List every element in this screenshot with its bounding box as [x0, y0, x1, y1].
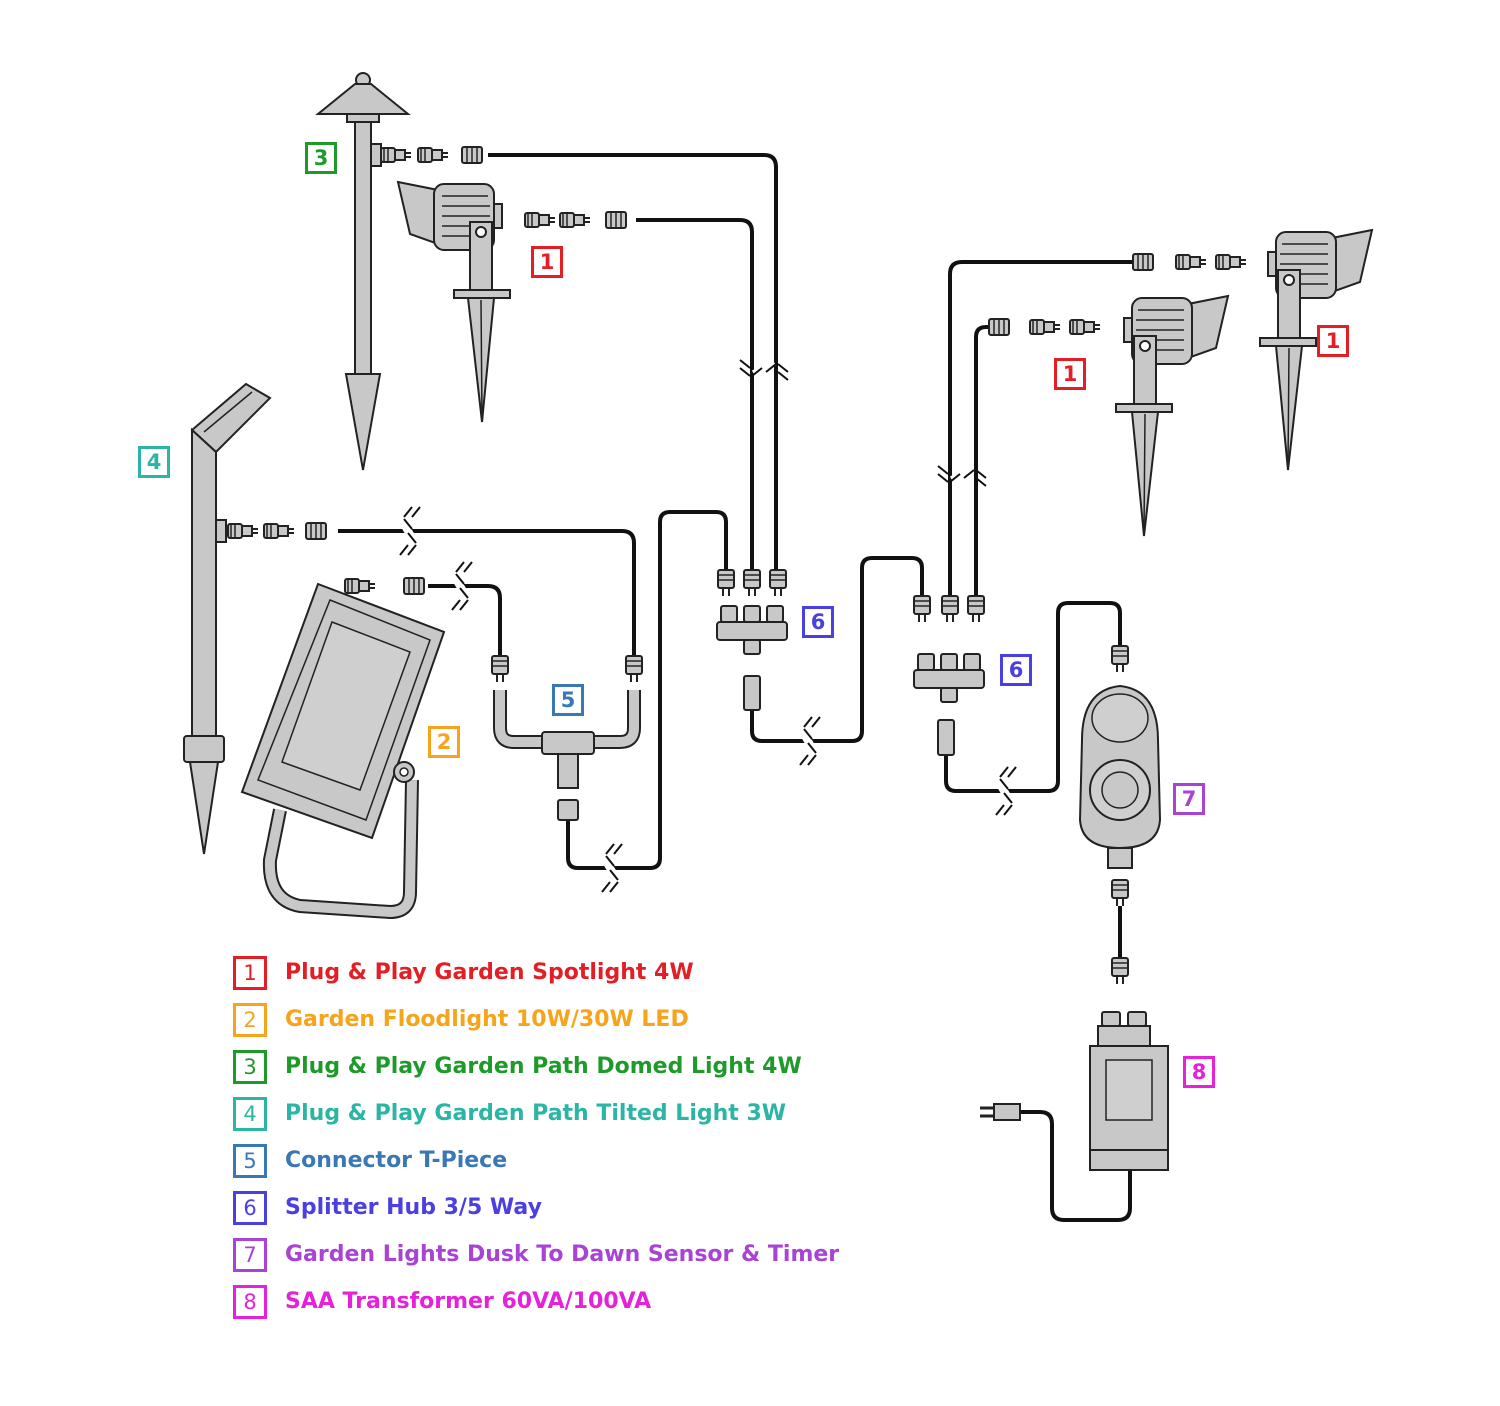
legend-label: Plug & Play Garden Path Domed Light 4W: [285, 1054, 802, 1079]
legend-label: Garden Lights Dusk To Dawn Sensor & Time…: [285, 1242, 840, 1267]
legend-item: 7 Garden Lights Dusk To Dawn Sensor & Ti…: [233, 1238, 933, 1285]
tag-floodlight: 2: [428, 726, 460, 758]
spotlight-right-lower: [988, 295, 1229, 537]
tag-tilted-light: 4: [138, 446, 170, 478]
cables: [338, 153, 1132, 1222]
tag-hub-b: 6: [1000, 654, 1032, 686]
legend-label: Plug & Play Garden Path Tilted Light 3W: [285, 1101, 787, 1126]
floodlight: [240, 577, 446, 920]
legend-item: 2 Garden Floodlight 10W/30W LED: [233, 1003, 933, 1050]
legend-item: 5 Connector T-Piece: [233, 1144, 933, 1191]
legend-number: 3: [233, 1050, 267, 1084]
tag-spotlight-right-lower: 1: [1054, 358, 1086, 390]
cable-breaks: [400, 360, 1016, 892]
legend-number: 1: [233, 956, 267, 990]
tag-t-piece: 5: [552, 684, 584, 716]
dusk-dawn-sensor: [1078, 645, 1162, 907]
legend-label: Plug & Play Garden Spotlight 4W: [285, 960, 694, 985]
domed-path-light: [315, 72, 483, 471]
tag-spotlight-left: 1: [531, 246, 563, 278]
legend-number: 4: [233, 1097, 267, 1131]
legend-item: 3 Plug & Play Garden Path Domed Light 4W: [233, 1050, 933, 1097]
spotlight-left: [397, 181, 627, 423]
tag-spotlight-right-top: 1: [1317, 325, 1349, 357]
legend-number: 8: [233, 1285, 267, 1319]
legend-number: 5: [233, 1144, 267, 1178]
transformer: [980, 957, 1169, 1171]
legend-label: Garden Floodlight 10W/30W LED: [285, 1007, 689, 1032]
tag-hub-a: 6: [802, 606, 834, 638]
legend-item: 8 SAA Transformer 60VA/100VA: [233, 1285, 933, 1332]
splitter-hub-a: [716, 569, 788, 711]
legend: 1 Plug & Play Garden Spotlight 4W 2 Gard…: [233, 956, 933, 1332]
legend-item: 6 Splitter Hub 3/5 Way: [233, 1191, 933, 1238]
legend-label: Splitter Hub 3/5 Way: [285, 1195, 542, 1220]
legend-item: 4 Plug & Play Garden Path Tilted Light 3…: [233, 1097, 933, 1144]
legend-label: Connector T-Piece: [285, 1148, 508, 1173]
legend-number: 2: [233, 1003, 267, 1037]
connector-t-piece: [491, 655, 643, 821]
tag-sensor: 7: [1173, 783, 1205, 815]
tag-domed-light: 3: [305, 142, 337, 174]
legend-label: SAA Transformer 60VA/100VA: [285, 1289, 652, 1314]
legend-number: 7: [233, 1238, 267, 1272]
splitter-hub-b: [913, 595, 985, 756]
legend-number: 6: [233, 1191, 267, 1225]
tag-transformer: 8: [1183, 1056, 1215, 1088]
tilted-path-light: [183, 382, 327, 855]
legend-item: 1 Plug & Play Garden Spotlight 4W: [233, 956, 933, 1003]
